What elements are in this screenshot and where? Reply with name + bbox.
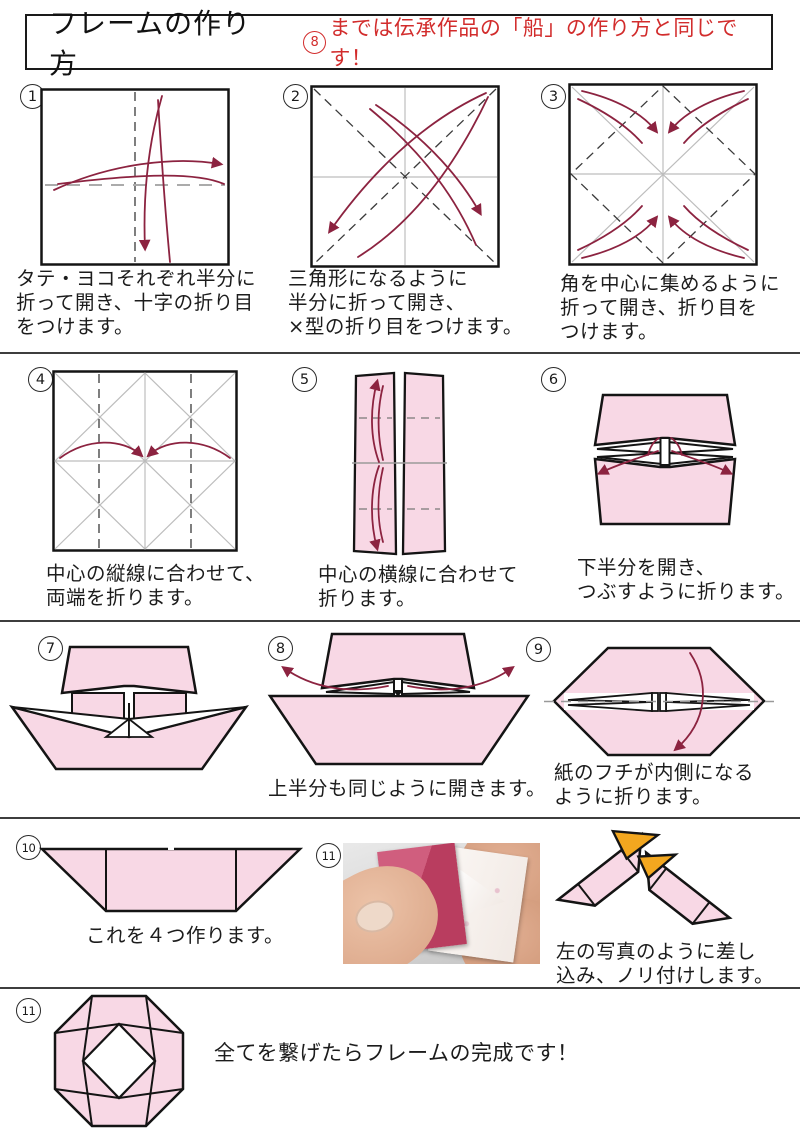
step-number-7: 7: [38, 636, 63, 661]
caption-step-6: 下半分を開き、 つぶすように折ります。: [577, 556, 796, 604]
step-number-11: 11: [316, 843, 341, 868]
header-note: 8 までは伝承作品の「船」の作り方と同じです！: [303, 12, 771, 72]
step9-hexagon-fold-diagram: [544, 646, 774, 757]
caption-step-5: 中心の横線に合わせて 折ります。: [318, 563, 519, 611]
step3-blintz-fold-diagram: [568, 83, 758, 266]
step-number-6: 6: [541, 367, 566, 392]
step-number-4: 4: [28, 367, 53, 392]
step-number-9: 9: [526, 637, 551, 662]
octagon-frame-diagram: [53, 994, 185, 1128]
step11-joining-diagram: [554, 829, 733, 926]
step-number-10: 10: [16, 835, 41, 860]
header-box: フレームの作り方 8 までは伝承作品の「船」の作り方と同じです！: [25, 7, 773, 80]
divider: [0, 817, 800, 819]
step2-crease-x-diagram: [310, 85, 500, 268]
caption-step-8: 上半分も同じように開きます。: [268, 777, 547, 800]
step5-folded-panels-diagram: [352, 371, 447, 556]
step1-crease-cross-diagram: [40, 88, 230, 266]
page-title: フレームの作り方: [49, 7, 252, 80]
caption-step-4: 中心の縦線に合わせて、 両端を折ります。: [46, 562, 266, 610]
circled-8-icon: 8: [303, 30, 327, 54]
insertion-photo: [343, 843, 540, 964]
step-number-12: 11: [16, 998, 41, 1023]
caption-step-1: タテ・ヨコそれぞれ半分に 折って開き、十字の折り目 をつけます。: [16, 267, 257, 339]
caption-step-2: 三角形になるように 半分に折って開き、 ×型の折り目をつけます。: [288, 267, 523, 339]
step-number-2: 2: [283, 84, 308, 109]
divider: [0, 352, 800, 354]
caption-step-10: これを４つ作ります。: [86, 924, 285, 947]
caption-step-9: 紙のフチが内側になる ように折ります。: [554, 761, 755, 809]
step-number-3: 3: [541, 84, 566, 109]
step-number-8: 8: [268, 636, 293, 661]
step8-open-top-diagram: [267, 632, 531, 766]
header-note-text: までは伝承作品の「船」の作り方と同じです！: [329, 16, 738, 70]
caption-step-3: 角を中心に集めるように 折って開き、折り目を つけます。: [560, 272, 781, 344]
caption-step-12: 全てを繋げたらフレームの完成です！: [214, 1041, 579, 1065]
step4-fold-edges-diagram: [52, 370, 238, 552]
step7-boat-diagram: [9, 645, 249, 771]
step6-open-squash-diagram: [593, 393, 737, 526]
step-number-5: 5: [292, 367, 317, 392]
step10-unit-diagram: [38, 847, 304, 913]
caption-step-11: 左の写真のように差し 込み、ノリ付けします。: [556, 940, 775, 988]
divider: [0, 987, 800, 989]
divider: [0, 620, 800, 622]
